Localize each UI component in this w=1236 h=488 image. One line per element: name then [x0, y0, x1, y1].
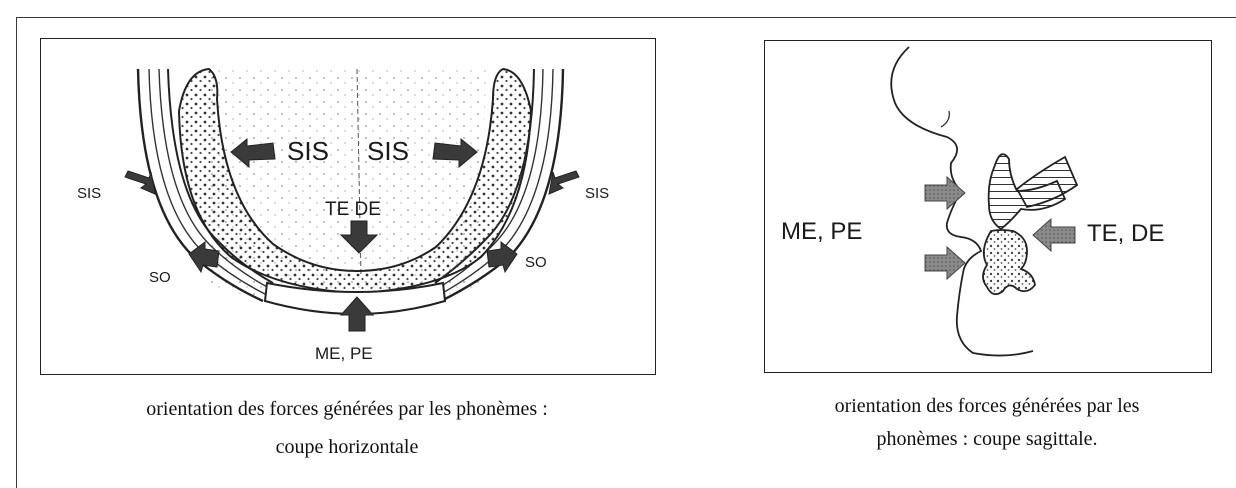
- arrow-me-pe-lower: [924, 245, 966, 281]
- arrow-sis-inner-right: [432, 137, 478, 169]
- arrow-te-de: [339, 220, 379, 254]
- arrow-so-left: [188, 241, 220, 274]
- nose-detail: [940, 110, 950, 128]
- arrow-te-de: [1032, 217, 1076, 253]
- sagittal-section-figure: ME, PE TE, DE: [764, 40, 1212, 373]
- caption-horizontal-line1: orientation des forces générées par les …: [146, 398, 548, 420]
- outer-frame: [16, 17, 1236, 488]
- arrow-sis-inner-left: [230, 137, 276, 169]
- label-so-left: SO: [149, 269, 171, 286]
- horizontal-section-drawing: SIS SIS SIS SIS TE DE SO SO ME, PE: [77, 67, 609, 363]
- label-te-de: TE DE: [325, 199, 381, 220]
- caption-horizontal: orientation des forces générées par les …: [40, 390, 654, 466]
- cheek-right-line3: [436, 68, 544, 290]
- label-sis-inner-right: SIS: [367, 136, 409, 166]
- label-sis-inner-left: SIS: [287, 136, 329, 166]
- cheek-left-line3: [158, 68, 272, 290]
- caption-sagittal-line2: phonèmes : coupe sagittale.: [876, 428, 1098, 450]
- arrow-me-pe: [339, 296, 375, 332]
- label-me-pe: ME, PE: [315, 344, 373, 363]
- label-so-right: SO: [525, 254, 547, 271]
- mandible-dotted: [982, 229, 1036, 296]
- arrow-sis-outer-right: [548, 170, 580, 195]
- caption-sagittal-line1: orientation des forces générées par les: [834, 395, 1140, 417]
- label-sis-outer-left: SIS: [77, 185, 101, 202]
- horizontal-section-figure: SIS SIS SIS SIS TE DE SO SO ME, PE: [40, 38, 656, 375]
- label-me-pe-right: ME, PE: [781, 218, 862, 245]
- arrow-sis-outer-left: [124, 170, 156, 195]
- label-te-de-right: TE, DE: [1087, 220, 1164, 247]
- arrow-so-right: [486, 241, 518, 274]
- label-sis-outer-right: SIS: [585, 185, 609, 202]
- cheek-left-line2: [148, 68, 268, 296]
- caption-horizontal-line2: coupe horizontale: [275, 436, 419, 458]
- arrow-me-pe-upper: [924, 175, 966, 211]
- tongue-region: [211, 67, 486, 302]
- caption-sagittal: orientation des forces générées par les …: [764, 390, 1210, 456]
- cheek-right-line2: [438, 68, 554, 296]
- palate-hatched: [1015, 155, 1079, 209]
- sagittal-section-drawing: ME, PE TE, DE: [781, 46, 1164, 357]
- face-profile: [890, 46, 1034, 357]
- cheek-right-outer: [440, 68, 565, 303]
- tongue-midline: [356, 68, 362, 278]
- cheek-left-outer: [136, 68, 264, 303]
